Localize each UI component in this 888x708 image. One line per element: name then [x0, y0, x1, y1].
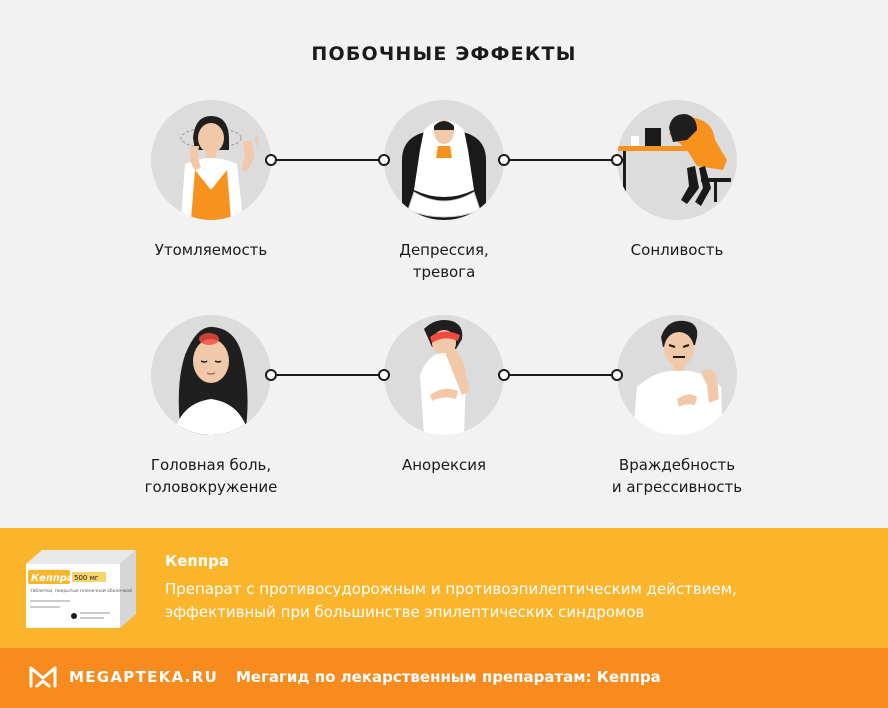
- megapteka-logo-icon: [29, 666, 57, 688]
- anorexia-illustration: [384, 315, 504, 435]
- connector: [271, 374, 384, 376]
- drug-info-band: Кеппра 500 мг таблетки, покрытые пленочн…: [0, 528, 888, 648]
- effect-label: Сонливость: [630, 241, 724, 259]
- connector: [504, 374, 617, 376]
- drug-name: Кеппра: [165, 552, 230, 570]
- footer-tagline: Мегагид по лекарственным препаратам: Кеп…: [236, 668, 661, 686]
- effect-label: Депрессия, тревога: [399, 241, 489, 281]
- site-logo-text[interactable]: MEGAPTEKA.RU: [69, 668, 219, 686]
- package-dose: 500 мг: [74, 574, 99, 582]
- effect-label: Головная боль, головокружение: [144, 456, 278, 496]
- drug-package-image: Кеппра 500 мг таблетки, покрытые пленочн…: [26, 550, 136, 628]
- footer-bar: MEGAPTEKA.RU Мегагид по лекарственным пр…: [0, 648, 888, 708]
- package-subtitle: таблетки, покрытые пленочной оболочкой: [30, 587, 132, 594]
- connector-dot: [498, 369, 510, 381]
- drug-description: Препарат с противосудорожным и противоэп…: [165, 580, 737, 621]
- connector-dot: [498, 154, 510, 166]
- connector-dot: [611, 154, 623, 166]
- drowsiness-illustration: [617, 100, 737, 220]
- package-brand: Кеппра: [31, 573, 74, 584]
- connector-dot: [378, 154, 390, 166]
- hostility-illustration: [617, 315, 737, 435]
- connector-dot: [611, 369, 623, 381]
- fatigue-illustration: [151, 100, 271, 220]
- connector: [271, 159, 384, 161]
- depression-illustration: [384, 100, 504, 220]
- page-title: ПОБОЧНЫЕ ЭФФЕКТЫ: [311, 43, 577, 65]
- connector-dot: [378, 369, 390, 381]
- headache-illustration: [151, 315, 271, 435]
- connector-dot: [265, 154, 277, 166]
- connector-dot: [265, 369, 277, 381]
- effect-label: Враждебность и агрессивность: [611, 456, 743, 496]
- connector: [504, 159, 617, 161]
- effect-label: Утомляемость: [154, 241, 268, 259]
- effect-label: Анорексия: [401, 456, 487, 474]
